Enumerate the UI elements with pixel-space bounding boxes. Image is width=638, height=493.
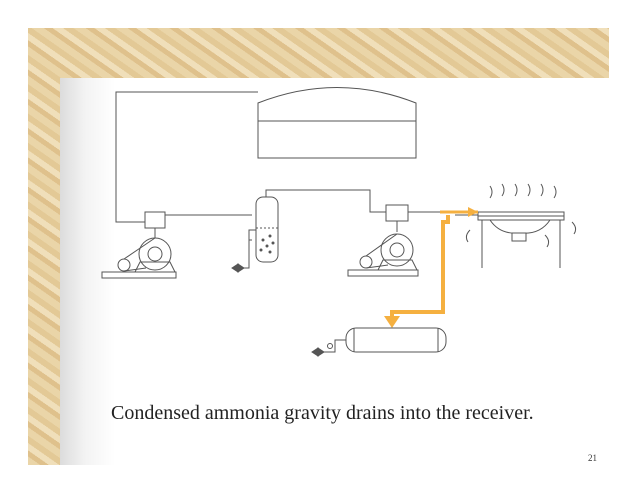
compressor-left: [101, 211, 177, 279]
receiver-vessel: [311, 327, 447, 357]
overhead-vessel: [257, 87, 417, 159]
slide-caption: Condensed ammonia gravity drains into th…: [111, 402, 534, 424]
piping: [115, 91, 478, 353]
compressor-right: [347, 204, 419, 277]
evaporative-condenser: [465, 183, 577, 268]
intercooler-vessel: [231, 196, 279, 273]
condensed-liquid-flow: [384, 207, 478, 328]
page-number: 21: [588, 453, 597, 463]
